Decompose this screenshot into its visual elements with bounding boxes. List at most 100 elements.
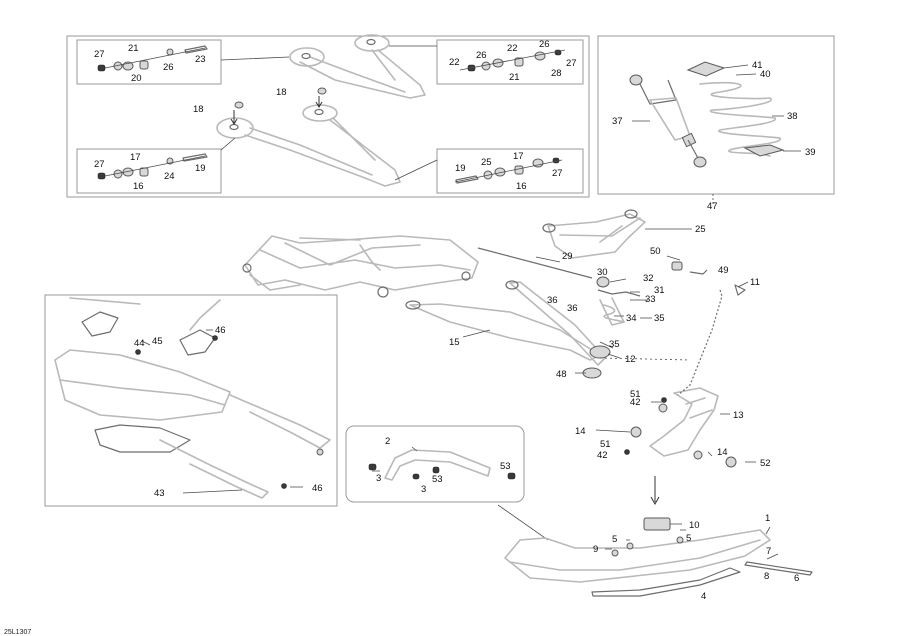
shock-absorber-frame: [597, 35, 835, 195]
callout-21: 20: [131, 73, 142, 84]
callout-50: 50: [650, 246, 661, 257]
hardware-subbox-top-right: [436, 39, 584, 85]
callout-35: 35: [609, 339, 620, 350]
callout-53: 53: [432, 474, 443, 485]
callout-22: 21: [128, 43, 139, 54]
callout-49: 49: [718, 265, 729, 276]
callout-33: 33: [645, 294, 656, 305]
hardware-subbox-bottom-left: [76, 148, 222, 194]
callout-41: 41: [752, 60, 763, 71]
chassis-detail-frame: [44, 294, 338, 507]
callout-8: 8: [764, 571, 769, 582]
callout-27: 27: [94, 49, 105, 60]
connector-lines: [497, 194, 714, 541]
callout-18: 18: [276, 87, 287, 98]
callout-35: 35: [654, 313, 665, 324]
tie-rod: [477, 247, 593, 279]
spindle: [595, 281, 756, 468]
callout-31: 31: [654, 285, 665, 296]
callout-26: 26: [476, 50, 487, 61]
callout-48: 48: [556, 369, 567, 380]
callout-21: 21: [509, 72, 520, 83]
inset-frames: [44, 35, 835, 507]
callout-36: 36: [547, 295, 558, 306]
callout-7: 7: [766, 546, 771, 557]
callout-labels: 27 21 26 20 23 26 22 26 22 27 21 28 18 1…: [94, 39, 816, 602]
drawing-code: 25L1307: [4, 629, 31, 636]
hardware-row-bottom-right: [454, 157, 563, 184]
callout-52: 52: [760, 458, 771, 469]
callout-30: 30: [597, 267, 608, 278]
hardware-row-top-right: [459, 49, 566, 72]
callout-13: 13: [733, 410, 744, 421]
callout-22: 22: [507, 43, 518, 54]
callout-40: 40: [760, 69, 771, 80]
callout-38: 38: [787, 111, 798, 122]
callout-42: 42: [597, 450, 608, 461]
callout-25: 24: [164, 171, 175, 182]
callout-16: 16: [133, 181, 144, 192]
callout-10: 10: [689, 520, 700, 531]
callout-5: 5: [612, 534, 617, 545]
callout-17: 17: [130, 152, 141, 163]
callout-39: 39: [805, 147, 816, 158]
callout-19: 19: [195, 163, 206, 174]
callout-29: 29: [562, 251, 573, 262]
callout-46: 46: [312, 483, 323, 494]
callout-47: 47: [707, 201, 718, 212]
callout-44: 44: [134, 338, 145, 349]
chassis-detail: [54, 297, 331, 499]
handle-detail-frame: [345, 425, 525, 503]
upper-a-arm-inset: [220, 34, 437, 99]
callout-25: 25: [481, 157, 492, 168]
callout-27: 27: [552, 168, 563, 179]
callout-32: 32: [643, 273, 654, 284]
callout-26: 26: [539, 39, 550, 50]
callout-27: 27: [566, 58, 577, 69]
handle-detail: [368, 446, 516, 481]
hardware-row-bottom-left: [97, 153, 208, 180]
callout-4: 4: [701, 591, 706, 602]
upper-a-arm: [542, 209, 708, 275]
hardware-subbox-top-left: [76, 39, 222, 85]
callout-24: 23: [195, 54, 206, 65]
callout-45: 45: [152, 336, 163, 347]
callout-36: 36: [567, 303, 578, 314]
callout-5: 5: [686, 533, 691, 544]
callout-28: 28: [551, 68, 562, 79]
coil-spring: [699, 81, 781, 157]
callout-51: 51: [630, 389, 641, 400]
callout-14: 14: [717, 447, 728, 458]
shock-absorber-inset: [629, 61, 801, 168]
callout-3: 3: [421, 484, 426, 495]
callout-2: 2: [385, 436, 390, 447]
front-shock: [596, 276, 652, 326]
callout-37: 37: [612, 116, 623, 127]
callout-18: 18: [193, 104, 204, 115]
callout-53: 53: [500, 461, 511, 472]
lower-a-arm-inset: [216, 87, 438, 187]
callout-6: 6: [794, 573, 799, 584]
callout-16: 16: [516, 181, 527, 192]
callout-43: 43: [154, 488, 165, 499]
callout-26: 26: [163, 62, 174, 73]
callout-17: 17: [513, 151, 524, 162]
callout-19: 19: [455, 163, 466, 174]
callout-46: 46: [215, 325, 226, 336]
callout-3: 3: [376, 473, 381, 484]
hardware-row-top-left: [97, 45, 208, 72]
frame-assembly: [242, 235, 479, 298]
a-arm-hardware-frame: [66, 35, 590, 198]
callout-12: 12: [625, 354, 636, 365]
callout-15: 15: [449, 337, 460, 348]
callout-27: 27: [94, 159, 105, 170]
hardware-subbox-bottom-right: [436, 148, 584, 194]
callout-51: 51: [600, 439, 611, 450]
callout-14: 14: [575, 426, 586, 437]
callout-23: 22: [449, 57, 460, 68]
callout-42: 42: [630, 397, 641, 408]
callout-1: 1: [765, 513, 770, 524]
lower-a-arm: [405, 280, 621, 379]
callout-9: 9: [593, 544, 598, 555]
